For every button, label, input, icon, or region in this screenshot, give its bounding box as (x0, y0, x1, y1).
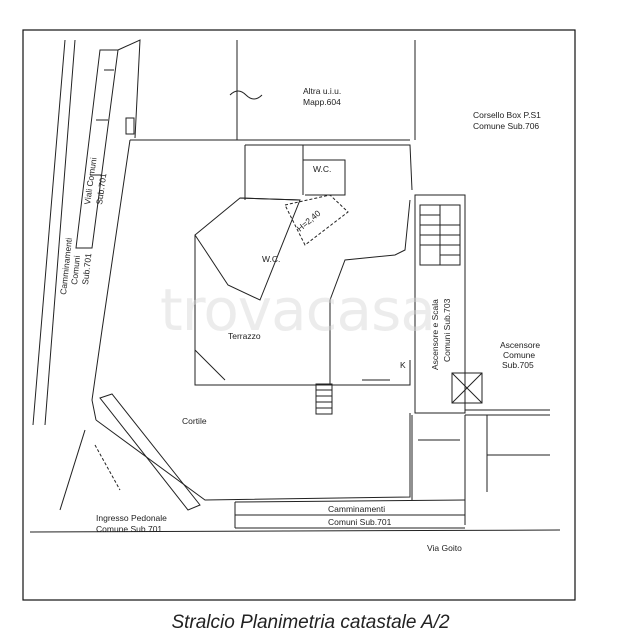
label-wc2: W.C. (262, 254, 280, 264)
terrazzo-outline (194, 235, 331, 386)
plan-caption: Stralcio Planimetria catastale A/2 (171, 612, 450, 633)
label-corsello: Corsello Box P.S1 (473, 110, 541, 120)
viali-comuni-strip (75, 49, 119, 249)
stair-block (414, 194, 466, 414)
label-asc2: Comuni Sub.703 (442, 298, 452, 362)
label-ascensore: Ascensore (500, 340, 540, 350)
stairs (315, 383, 333, 415)
label-ingresso1: Ingresso Pedonale (96, 513, 167, 523)
label-comune: Comune (503, 350, 535, 360)
boundary-west (91, 139, 131, 421)
label-height: H=2,40 (295, 208, 323, 234)
label-cam2: Comuni (69, 255, 82, 285)
label-wc1: W.C. (313, 164, 331, 174)
floor-plan: trovacasa Altra u.i.u. Mapp.604 Corsello… (22, 29, 576, 601)
label-mapp: Mapp.604 (303, 97, 341, 107)
label-sub705: Sub.705 (502, 360, 534, 370)
label-comune706: Comune Sub.706 (473, 121, 539, 131)
watermark: trovacasa (160, 276, 435, 344)
label-altra: Altra u.i.u. (303, 86, 341, 96)
street-line (44, 39, 76, 426)
label-terrazzo: Terrazzo (228, 331, 261, 341)
label-asc1: Ascensore e Scala (430, 299, 440, 370)
drawing-frame (22, 29, 576, 601)
building-outline (245, 144, 413, 191)
street-line (32, 39, 66, 426)
elevator-shaft (451, 372, 483, 404)
label-cambottom1: Camminamenti (328, 504, 385, 514)
courtyard-bottom (95, 413, 411, 501)
label-k: K (400, 360, 406, 370)
label-viagoito: Via Goito (427, 543, 462, 553)
label-cortile: Cortile (182, 416, 207, 426)
label-cambottom2: Comuni Sub.701 (328, 517, 392, 527)
label-viali2: Sub.701 (94, 172, 108, 205)
label-ingresso2: Comune Sub.701 (96, 524, 162, 534)
corridor (284, 194, 349, 246)
ingresso-path (99, 393, 201, 511)
label-cam3: Sub.701 (80, 252, 93, 285)
